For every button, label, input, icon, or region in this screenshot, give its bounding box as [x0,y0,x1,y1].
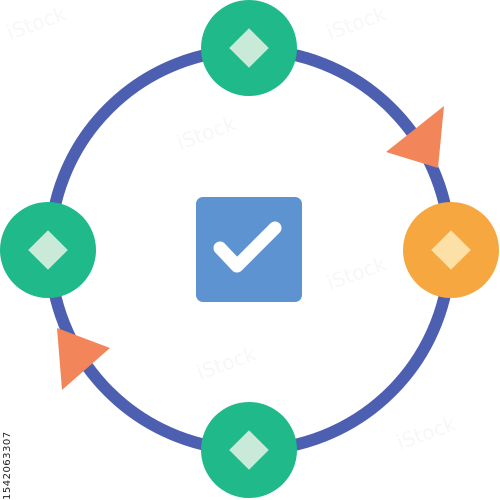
node-left [0,202,96,298]
watermark-text: iStock [324,251,390,295]
watermark-text: iStock [394,411,460,455]
cycle-arrow-icon-lower-left [57,328,110,390]
diamond-node-icon-bottom [229,430,269,470]
diamond-node-icon-right [431,230,471,270]
watermark-text: iStock [194,341,260,385]
watermark-text: iStock [4,1,70,45]
watermark-text: iStock [174,111,240,155]
node-top [201,0,297,96]
checkbox-check-icon [196,197,302,302]
stock-id-watermark: 1542063307 [2,431,13,500]
cycle-arrow-icon-upper-right [386,106,444,168]
node-bottom [201,402,297,498]
watermark-text: iStock [324,1,390,45]
node-right [403,202,499,298]
check-mark [213,221,282,273]
